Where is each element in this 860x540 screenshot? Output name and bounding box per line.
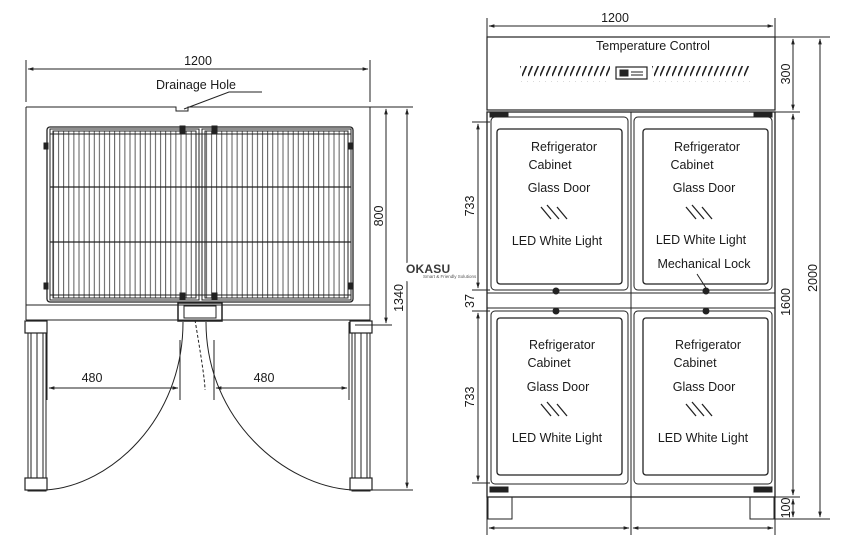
okasu-logo: OKASU Smart & Friendly Solutions	[401, 262, 476, 282]
door-br-line2: Cabinet	[673, 356, 717, 370]
right-480-dim: 480	[254, 371, 275, 385]
right-front-view	[472, 18, 830, 535]
door-br-line1: Refrigerator	[675, 338, 741, 352]
door-bl-line2: Cabinet	[527, 356, 571, 370]
door-tl-line1: Refrigerator	[531, 140, 597, 154]
door-br-line3: Glass Door	[673, 380, 736, 394]
mechanical-lock-label: Mechanical Lock	[657, 257, 751, 271]
depth-1340-dim: 1340	[392, 284, 406, 312]
door-tr-line3: Glass Door	[673, 181, 736, 195]
temperature-control-label: Temperature Control	[596, 39, 710, 53]
left-top-view	[24, 60, 413, 492]
depth-800-dim: 800	[372, 206, 386, 227]
dim-100: 100	[779, 498, 793, 519]
door-tl-line2: Cabinet	[528, 158, 572, 172]
door-tl-light: LED White Light	[512, 234, 603, 248]
dim-733-bottom: 733	[463, 387, 477, 408]
door-bl-line3: Glass Door	[527, 380, 590, 394]
dim-2000: 2000	[806, 264, 820, 292]
dim-300: 300	[779, 64, 793, 85]
logo-brand: OKASU	[406, 262, 451, 276]
door-bl-light: LED White Light	[512, 431, 603, 445]
left-480-dim: 480	[82, 371, 103, 385]
right-width-dim: 1200	[601, 11, 629, 25]
door-tl-line3: Glass Door	[528, 181, 591, 195]
dim-37: 37	[463, 294, 477, 308]
door-bl-line1: Refrigerator	[529, 338, 595, 352]
door-tr-line1: Refrigerator	[674, 140, 740, 154]
drainage-hole-label: Drainage Hole	[156, 78, 236, 92]
left-width-dim: 1200	[184, 54, 212, 68]
door-tr-light: LED White Light	[656, 233, 747, 247]
door-br-light: LED White Light	[658, 431, 749, 445]
dim-733-top: 733	[463, 196, 477, 217]
dim-1600: 1600	[779, 288, 793, 316]
door-tr-line2: Cabinet	[670, 158, 714, 172]
logo-tagline: Smart & Friendly Solutions	[423, 274, 477, 279]
